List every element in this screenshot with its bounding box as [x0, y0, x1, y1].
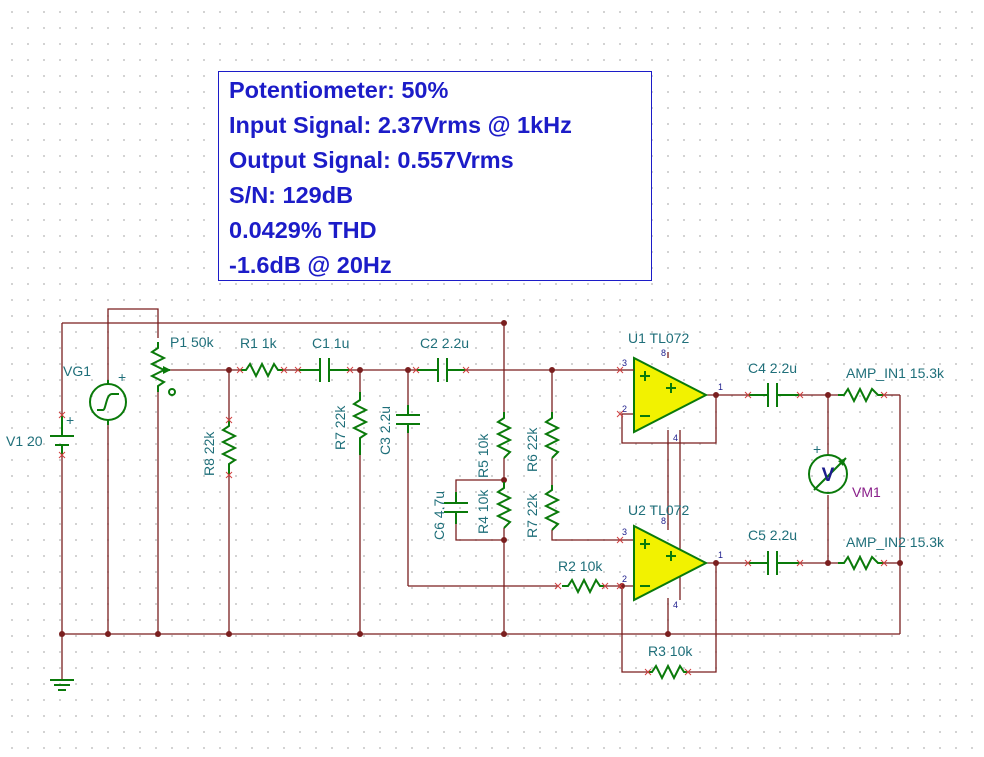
- simulation-results-box[interactable]: Potentiometer: 50% Input Signal: 2.37Vrm…: [218, 71, 652, 281]
- u1-pin8: 8: [661, 348, 666, 358]
- capacitor-c4[interactable]: [748, 383, 800, 407]
- resistor-r7-lower[interactable]: [543, 485, 561, 531]
- signal-generator-vg1[interactable]: +: [89, 369, 127, 425]
- label-r6: R6 22k: [524, 427, 540, 472]
- u1-pin3: 3: [622, 358, 627, 368]
- label-c2: C2 2.2u: [420, 335, 469, 351]
- u2-pin2: 2: [622, 574, 627, 584]
- info-signal-noise: S/N: 129dB: [229, 182, 354, 208]
- u1-pin4: 4: [673, 433, 678, 443]
- resistor-r4[interactable]: [495, 482, 513, 529]
- u2-pin1: 1: [718, 550, 723, 560]
- label-vg1: VG1: [63, 363, 91, 379]
- label-c5: C5 2.2u: [748, 527, 797, 543]
- resistor-amp-in2[interactable]: [838, 554, 884, 572]
- vg1-plus: +: [118, 369, 126, 385]
- label-amp-in2: AMP_IN2 15.3k: [846, 534, 945, 550]
- u2-pin8: 8: [661, 516, 666, 526]
- resistor-r7-upper[interactable]: [351, 392, 369, 455]
- label-amp-in1: AMP_IN1 15.3k: [846, 365, 945, 381]
- u1-pin1: 1: [718, 382, 723, 392]
- label-u2: U2 TL072: [628, 502, 689, 518]
- info-input-signal: Input Signal: 2.37Vrms @ 1kHz: [229, 112, 572, 138]
- label-r4: R4 10k: [475, 489, 491, 534]
- label-c4: C4 2.2u: [748, 360, 797, 376]
- label-r7-upper: R7 22k: [332, 405, 348, 450]
- info-thd: 0.0429% THD: [229, 217, 377, 243]
- resistor-r5[interactable]: [495, 412, 513, 459]
- resistor-r2[interactable]: [562, 577, 605, 595]
- label-r8: R8 22k: [201, 431, 217, 476]
- u2-pin3: 3: [622, 527, 627, 537]
- label-r7-lower: R7 22k: [524, 493, 540, 538]
- battery-plus: +: [66, 412, 74, 428]
- vm1-plus: +: [813, 441, 821, 457]
- wires: [61, 308, 901, 680]
- capacitor-c1[interactable]: [298, 358, 350, 382]
- label-c1: C1 1u: [312, 335, 349, 351]
- info-potentiometer: Potentiometer: 50%: [229, 77, 449, 103]
- voltmeter-symbol: V: [822, 465, 835, 486]
- label-r1: R1 1k: [240, 335, 278, 351]
- capacitor-c5[interactable]: [748, 551, 800, 575]
- label-p1: P1 50k: [170, 334, 215, 350]
- resistor-r6[interactable]: [543, 412, 561, 459]
- opamp-u2[interactable]: 3 2 1 8 4: [622, 516, 723, 610]
- junction-dots: [59, 320, 903, 637]
- label-v1: V1 20: [6, 433, 43, 449]
- label-r2: R2 10k: [558, 558, 603, 574]
- label-u1: U1 TL072: [628, 330, 689, 346]
- label-c3: C3 2.2u: [377, 406, 393, 455]
- opamp-u1[interactable]: 3 2 1 8 4: [620, 348, 723, 443]
- u1-pin2: 2: [622, 404, 627, 414]
- resistor-r3[interactable]: [648, 663, 688, 681]
- resistor-amp-in1[interactable]: [838, 386, 884, 404]
- info-frequency-response: -1.6dB @ 20Hz: [229, 252, 392, 278]
- potentiometer-p1[interactable]: [149, 342, 176, 396]
- capacitor-c6[interactable]: [444, 492, 468, 524]
- label-r3: R3 10k: [648, 643, 693, 659]
- capacitor-c2[interactable]: [416, 358, 466, 382]
- u2-pin4: 4: [673, 600, 678, 610]
- resistor-r8[interactable]: [220, 420, 238, 475]
- capacitor-c3[interactable]: [396, 405, 420, 433]
- info-output-signal: Output Signal: 0.557Vrms: [229, 147, 514, 173]
- resistor-r1[interactable]: [240, 361, 284, 379]
- label-c6: C6 4.7u: [431, 491, 447, 540]
- label-vm1: VM1: [852, 484, 881, 500]
- battery-v1[interactable]: +: [50, 412, 74, 455]
- ground-symbol: [50, 679, 74, 691]
- voltmeter-vm1[interactable]: V +: [808, 441, 848, 494]
- pin-ticks: [58, 366, 888, 676]
- label-r5: R5 10k: [475, 433, 491, 478]
